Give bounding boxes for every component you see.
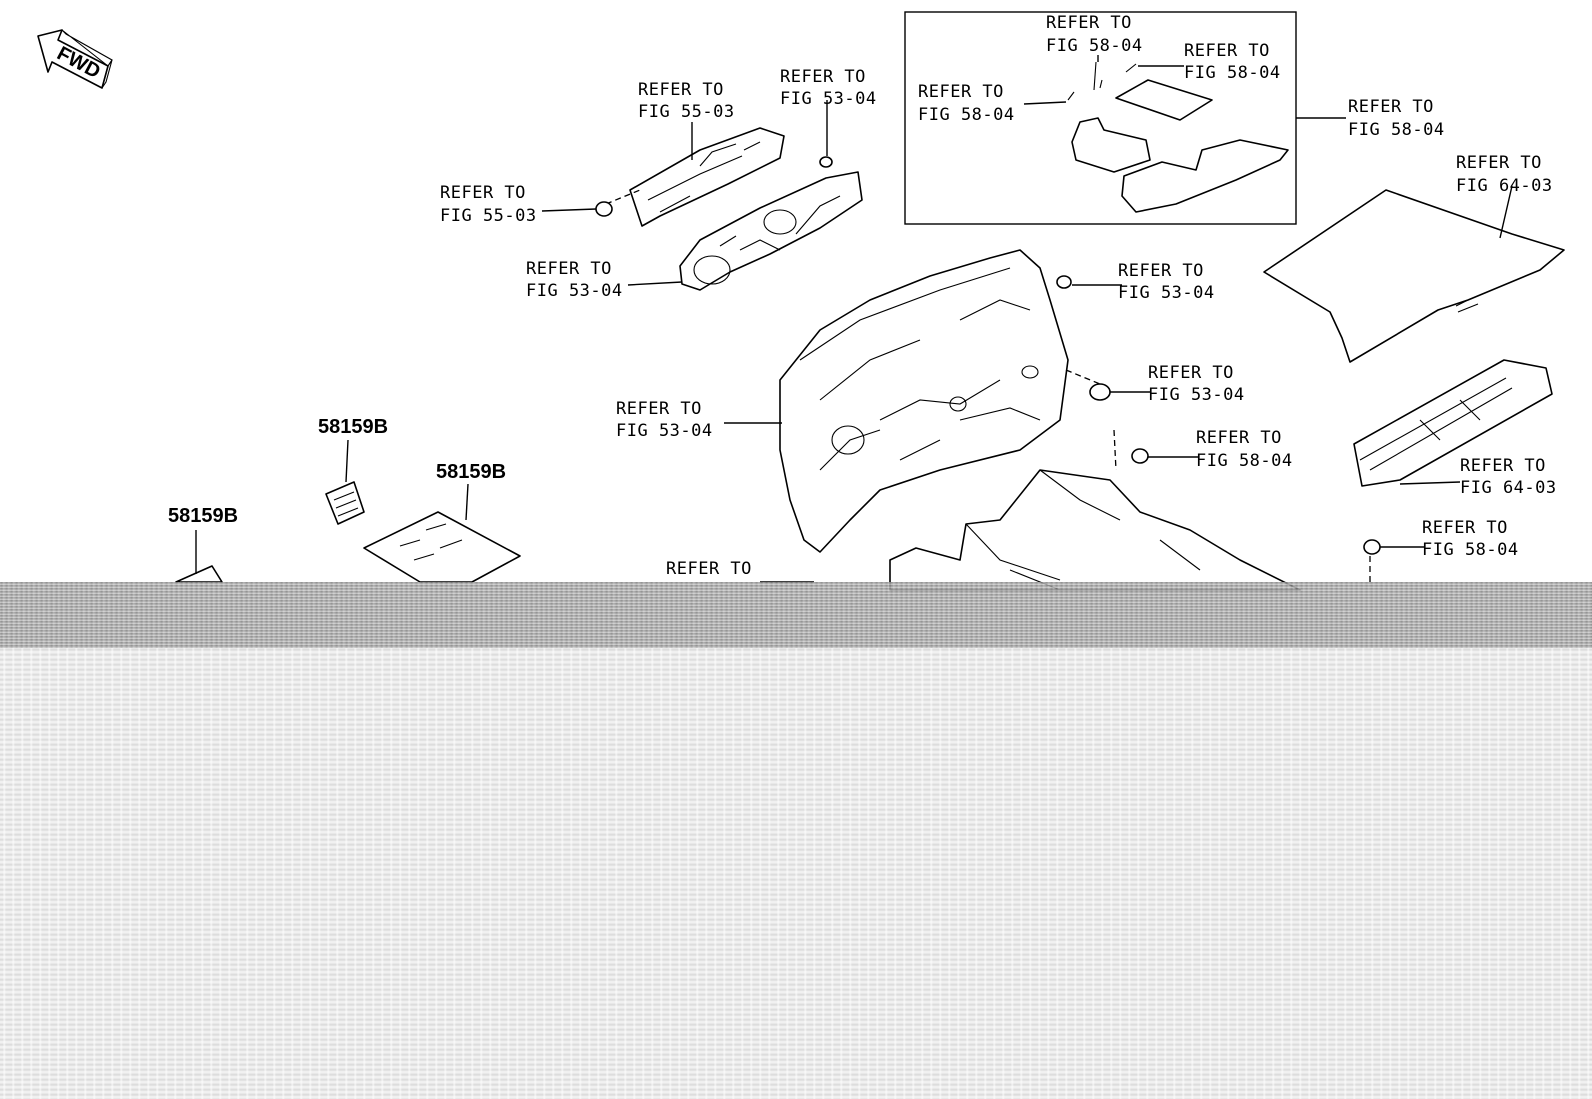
refer-label-r9: REFER TO FIG 64-03: [1456, 153, 1553, 196]
refer-r15-line1: REFER TO: [1422, 518, 1508, 538]
refer-label-r12: REFER TO FIG 53-04: [616, 399, 713, 441]
scan-noise-field: [0, 648, 1592, 1099]
refer-r4-line2: FIG 58-04: [1348, 120, 1445, 140]
refer-r11-line1: REFER TO: [1148, 363, 1234, 383]
refer-label-r4: REFER TO FIG 58-04: [1348, 97, 1445, 140]
part-number-p3: 58159B: [168, 505, 238, 527]
main-dash-silencer: [724, 249, 1150, 553]
refer-label-r10: REFER TO FIG 53-04: [1118, 261, 1215, 303]
refer-r11-line2: FIG 53-04: [1148, 385, 1245, 405]
clip-icon: [1363, 539, 1381, 555]
refer-r5-line2: FIG 55-03: [638, 102, 735, 122]
refer-r3-line1: REFER TO: [918, 82, 1004, 102]
refer-r5-line1: REFER TO: [638, 80, 724, 100]
refer-label-r8: REFER TO FIG 53-04: [526, 259, 623, 301]
scan-noise-band: [0, 582, 1592, 648]
refer-r7-line2: FIG 55-03: [440, 206, 537, 226]
refer-r6-line1: REFER TO: [780, 67, 866, 87]
refer-label-r13: REFER TO FIG 58-04: [1196, 428, 1293, 471]
refer-r7-line1: REFER TO: [440, 183, 526, 203]
refer-r13-line2: FIG 58-04: [1196, 451, 1293, 471]
refer-r8-line1: REFER TO: [526, 259, 612, 279]
pad-58159b-3: [175, 530, 223, 583]
refer-r15-line2: FIG 58-04: [1422, 540, 1519, 560]
refer-label-r1: REFER TO FIG 58-04: [1046, 13, 1143, 56]
refer-r12-line1: REFER TO: [616, 399, 702, 419]
pad-58159b-2: [363, 483, 521, 583]
refer-r10-line1: REFER TO: [1118, 261, 1204, 281]
deck-tray: [1353, 359, 1553, 487]
refer-label-r15: REFER TO FIG 58-04: [1422, 518, 1519, 560]
refer-label-r11: REFER TO FIG 53-04: [1148, 363, 1245, 405]
refer-r9-line2: FIG 64-03: [1456, 176, 1553, 196]
clip-icon: [595, 201, 613, 217]
refer-r16-line1: REFER TO: [666, 559, 752, 579]
refer-r13-line1: REFER TO: [1196, 428, 1282, 448]
part-number-p2: 58159B: [436, 461, 506, 483]
refer-r6-line2: FIG 53-04: [780, 89, 877, 109]
refer-r8-line2: FIG 53-04: [526, 281, 623, 301]
dash-panel-insulator: [679, 100, 863, 291]
refer-r3-line2: FIG 58-04: [918, 105, 1015, 125]
refer-r12-line2: FIG 53-04: [616, 421, 713, 441]
part-number-p1: 58159B: [318, 416, 388, 438]
refer-r2-line2: FIG 58-04: [1184, 63, 1281, 83]
refer-label-r2: REFER TO FIG 58-04: [1184, 41, 1281, 83]
refer-r4-line1: REFER TO: [1348, 97, 1434, 117]
refer-r1-line2: FIG 58-04: [1046, 36, 1143, 56]
fwd-arrow-icon: FWD: [37, 29, 113, 89]
refer-r9-line1: REFER TO: [1456, 153, 1542, 173]
refer-r10-line2: FIG 53-04: [1118, 283, 1215, 303]
upper-dash-insulator: [605, 122, 785, 227]
fwd-label: FWD: [53, 42, 104, 83]
refer-label-r14: REFER TO FIG 64-03: [1460, 456, 1557, 498]
pad-58159b-1: [325, 439, 365, 525]
refer-label-r16: REFER TO: [666, 559, 752, 579]
refer-label-r7: REFER TO FIG 55-03: [440, 183, 537, 226]
refer-r14-line1: REFER TO: [1460, 456, 1546, 476]
refer-r2-line1: REFER TO: [1184, 41, 1270, 61]
refer-label-r6: REFER TO FIG 53-04: [780, 67, 877, 109]
refer-label-r3: REFER TO FIG 58-04: [918, 82, 1015, 125]
refer-r1-line1: REFER TO: [1046, 13, 1132, 33]
floor-mat-inset: [904, 11, 1297, 225]
refer-label-r5: REFER TO FIG 55-03: [638, 80, 735, 122]
refer-r14-line2: FIG 64-03: [1460, 478, 1557, 498]
luggage-compartment-mat: [1263, 185, 1565, 363]
